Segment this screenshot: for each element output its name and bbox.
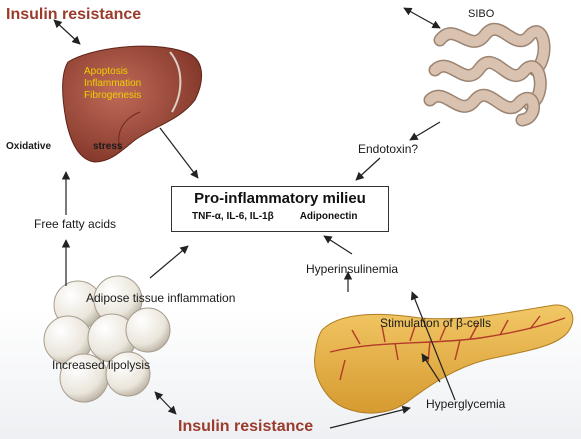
arrows [53, 7, 456, 429]
hyperglycemia-label: Hyperglycemia [426, 397, 506, 411]
pancreatic-vessels [329, 315, 566, 381]
down-regulated-adiponectin: Adiponectin [299, 211, 358, 222]
liver-insulin-resistance-label: Insulin resistance [6, 6, 142, 23]
milieu-title: Pro-inflammatory milieu [194, 190, 366, 207]
hyperinsulinemia-label: Hyperinsulinemia [306, 262, 399, 276]
pro-inflammatory-milieu-box: Pro-inflammatory milieu TNF-α, IL-6, IL-… [171, 186, 389, 232]
pancreas-illustration [314, 304, 574, 414]
stress-label: stress [93, 141, 123, 152]
beta-cell-stimulation-label: Stimulation of β-cells [380, 316, 491, 330]
fibrogenesis-label: Fibrogenesis [84, 90, 142, 101]
liver-illustration [62, 45, 203, 163]
free-fatty-acids-label: Free fatty acids [34, 217, 117, 231]
apoptosis-label: Apoptosis [84, 66, 128, 77]
bottom-insulin-resistance-label: Insulin resistance [178, 418, 314, 435]
adipose-inflammation-label: Adipose tissue inflammation [86, 291, 236, 305]
sibo-label: SIBO [468, 8, 495, 20]
endotoxin-label: Endotoxin? [358, 142, 419, 156]
cytokine-row: TNF-α, IL-6, IL-1β Adiponectin [178, 211, 357, 222]
adipocyte-cluster [43, 275, 171, 403]
oxidative-label: Oxidative [6, 141, 52, 152]
increased-lipolysis-label: Increased lipolysis [52, 358, 151, 372]
intestine-illustration [423, 22, 551, 127]
inflammation-label: Inflammation [84, 78, 142, 89]
up-regulated-cytokines: TNF-α, IL-6, IL-1β [192, 211, 274, 222]
liver-effects-text: Apoptosis Inflammation Fibrogenesis [84, 66, 141, 102]
